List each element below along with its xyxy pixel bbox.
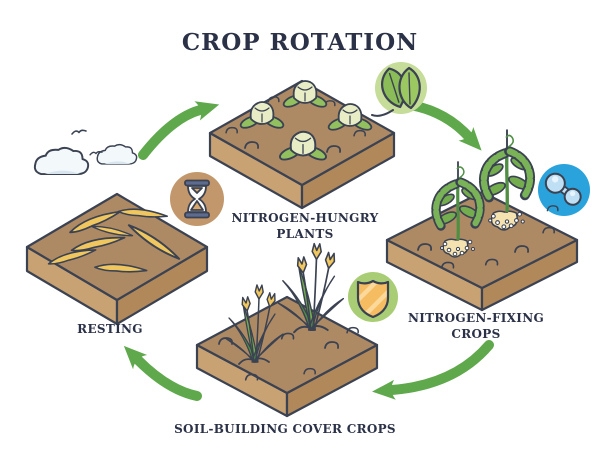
label-nitrogen-hungry-line1: NITROGEN-HUNGRY: [232, 211, 379, 225]
label-resting: RESTING: [77, 322, 143, 336]
arrow-soil-building-to-resting: [123, 345, 202, 401]
arrow-resting-to-nitrogen-hungry: [138, 101, 220, 160]
nitrogen-molecule-icon: [538, 164, 590, 216]
label-nitrogen-fixing-line2: CROPS: [451, 327, 500, 341]
label-nitrogen-fixing-line1: NITROGEN-FIXING: [408, 311, 544, 325]
arrow-nitrogen-fixing-to-soil-building: [372, 340, 494, 400]
stage-nitrogen-hungry-block: [208, 79, 396, 210]
leaf-icon: [371, 62, 427, 117]
stage-resting-block: [25, 192, 209, 326]
clouds-icon: [33, 143, 138, 176]
hourglass-icon: [170, 172, 224, 226]
label-soil-building: SOIL-BUILDING COVER CROPS: [174, 422, 396, 436]
stage-soil-building-block: [195, 244, 379, 418]
shield-icon: [348, 272, 398, 322]
diagram-title: CROP ROTATION: [182, 29, 418, 56]
label-nitrogen-hungry-line2: PLANTS: [276, 227, 333, 241]
stage-nitrogen-fixing-block: [385, 130, 579, 312]
